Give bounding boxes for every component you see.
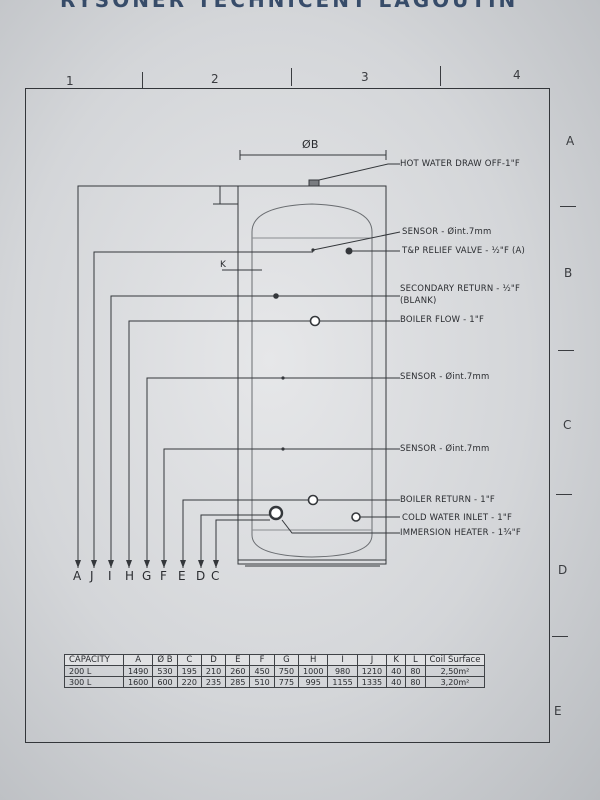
dimension-letter-g: G	[142, 569, 152, 583]
table-cell: 530	[152, 665, 178, 677]
table-cell: 285	[225, 676, 251, 688]
callout-tp-relief-valve: T&P RELIEF VALVE - ½"F (A)	[402, 246, 526, 256]
dimension-letter-h: H	[125, 569, 135, 583]
grid-column-4: 4	[513, 68, 521, 82]
grid-tick	[558, 350, 574, 351]
callout-sensor-lower: SENSOR - Øint.7mm	[400, 444, 490, 454]
table-cell: 220	[176, 676, 202, 688]
table-header-cell: A	[122, 654, 154, 666]
dimensions-table: CAPACITY A Ø B C D E F G H I J K L Coil …	[64, 654, 486, 688]
table-header-cell: J	[356, 654, 388, 666]
drawing-border	[25, 88, 550, 743]
callout-immersion-heater: IMMERSION HEATER - 1¾"F	[400, 528, 522, 538]
callout-sensor-middle: SENSOR - Øint.7mm	[400, 372, 490, 382]
cylinder-outer-jacket	[237, 185, 387, 565]
table-cell: 40	[386, 676, 407, 688]
table-cell: 1335	[356, 676, 388, 688]
callout-blank: (BLANK)	[400, 296, 437, 306]
callout-boiler-return: BOILER RETURN - 1"F	[400, 495, 496, 505]
grid-tick	[556, 494, 572, 495]
callout-boiler-flow: BOILER FLOW - 1"F	[400, 315, 485, 325]
grid-row-a: A	[566, 134, 575, 148]
dimension-letter-d: D	[196, 569, 206, 583]
grid-column-1: 1	[66, 74, 74, 88]
table-header-cell: I	[327, 654, 358, 666]
table-header-cell: CAPACITY	[64, 654, 124, 666]
table-header-cell: F	[249, 654, 275, 666]
table-cell: 995	[298, 676, 329, 688]
table-cell: 300 L	[64, 676, 124, 688]
table-header-cell: E	[225, 654, 251, 666]
callout-sensor-upper: SENSOR - Øint.7mm	[402, 227, 492, 237]
boiler-return-port	[307, 494, 319, 506]
dimension-letter-e: E	[178, 569, 186, 583]
grid-column-3: 3	[361, 70, 369, 84]
grid-tick	[560, 206, 576, 207]
dimension-letter-c: C	[211, 569, 220, 583]
table-row: 200 L 1490 530 195 210 260 450 750 1000 …	[64, 665, 486, 677]
dimension-k-label: K	[220, 260, 227, 270]
table-cell: 2,50m²	[424, 665, 486, 677]
immersion-heater-port	[268, 505, 284, 521]
grid-tick	[552, 636, 568, 637]
table-cell: 3,20m²	[424, 676, 486, 688]
callout-secondary-return: SECONDARY RETURN - ½"F	[400, 284, 521, 294]
table-header-cell: Coil Surface	[424, 654, 486, 666]
dimension-letter-j: J	[90, 569, 94, 583]
table-header-row: CAPACITY A Ø B C D E F G H I J K L Coil …	[64, 654, 486, 666]
grid-tick	[440, 66, 441, 86]
grid-row-c: C	[563, 418, 572, 432]
table-cell: 600	[152, 676, 178, 688]
table-cell: 210	[200, 665, 227, 677]
dimension-letter-a: A	[73, 569, 82, 583]
cold-water-inlet-port	[351, 512, 361, 522]
table-cell: 750	[273, 665, 300, 677]
table-cell: 1490	[122, 665, 154, 677]
table-header-cell: K	[386, 654, 407, 666]
table-cell: 1600	[122, 676, 154, 688]
table-cell: 260	[225, 665, 251, 677]
table-cell: 200 L	[64, 665, 124, 677]
diameter-label: ØB	[302, 138, 319, 151]
callout-hot-water-draw-off: HOT WATER DRAW OFF-1"F	[400, 159, 520, 169]
table-header-cell: C	[176, 654, 202, 666]
table-cell: 1155	[327, 676, 358, 688]
inner-tank-outline	[251, 203, 373, 558]
callout-cold-water-inlet: COLD WATER INLET - 1"F	[402, 513, 513, 523]
table-cell: 235	[200, 676, 227, 688]
table-header-cell: Ø B	[152, 654, 178, 666]
table-cell: 80	[405, 665, 426, 677]
grid-row-b: B	[564, 266, 573, 280]
grid-row-e: E	[554, 704, 562, 718]
grid-column-2: 2	[211, 72, 219, 86]
document-title: RYSONER TECHNICENT LAGOUTIN	[60, 0, 519, 12]
dimension-letter-f: F	[160, 569, 167, 583]
table-cell: 775	[273, 676, 300, 688]
boiler-flow-port	[309, 315, 321, 327]
table-header-cell: H	[298, 654, 329, 666]
grid-tick	[142, 72, 143, 88]
table-cell: 510	[249, 676, 275, 688]
grid-row-d: D	[558, 563, 568, 577]
table-cell: 980	[327, 665, 358, 677]
table-row: 300 L 1600 600 220 235 285 510 775 995 1…	[64, 676, 486, 688]
table-header-cell: D	[200, 654, 227, 666]
table-cell: 1000	[298, 665, 329, 677]
hot-water-outlet	[308, 179, 320, 187]
dimension-letter-i: I	[108, 569, 112, 583]
table-cell: 1210	[356, 665, 388, 677]
table-cell: 195	[176, 665, 202, 677]
table-cell: 450	[249, 665, 275, 677]
grid-tick	[291, 68, 292, 86]
table-header-cell: G	[273, 654, 300, 666]
table-cell: 40	[386, 665, 407, 677]
table-header-cell: L	[405, 654, 426, 666]
table-cell: 80	[405, 676, 426, 688]
